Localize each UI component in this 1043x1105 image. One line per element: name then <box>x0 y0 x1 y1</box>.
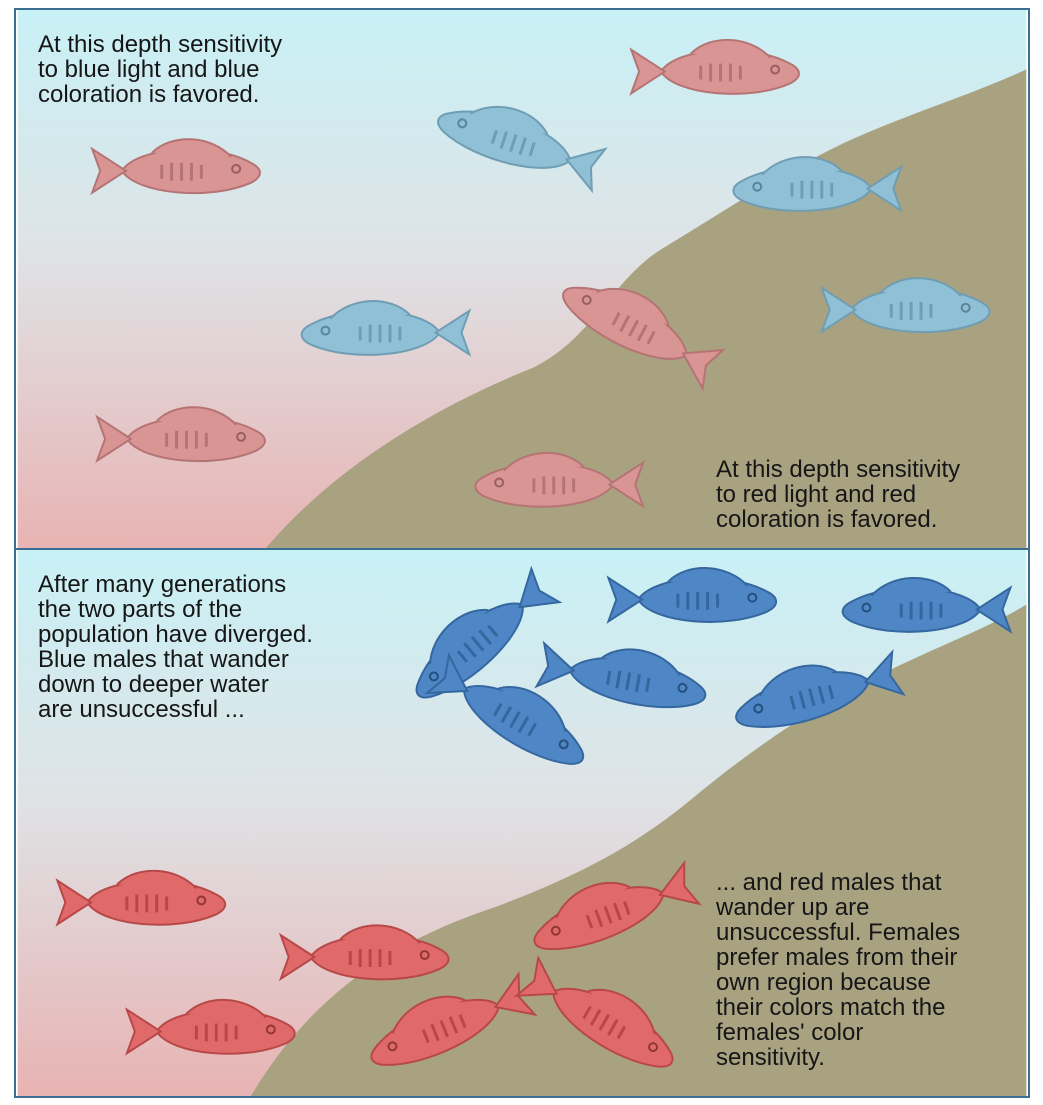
caption-divergence: After many generations the two parts of … <box>38 572 408 722</box>
caption-blue-depth: At this depth sensitivity to blue light … <box>38 32 398 107</box>
panel-before-divergence: At this depth sensitivity to blue light … <box>14 8 1030 550</box>
panel-after-divergence: After many generations the two parts of … <box>14 548 1030 1098</box>
caption-female-preference: ... and red males that wander up are uns… <box>716 870 1026 1070</box>
caption-red-depth: At this depth sensitivity to red light a… <box>716 457 1026 532</box>
